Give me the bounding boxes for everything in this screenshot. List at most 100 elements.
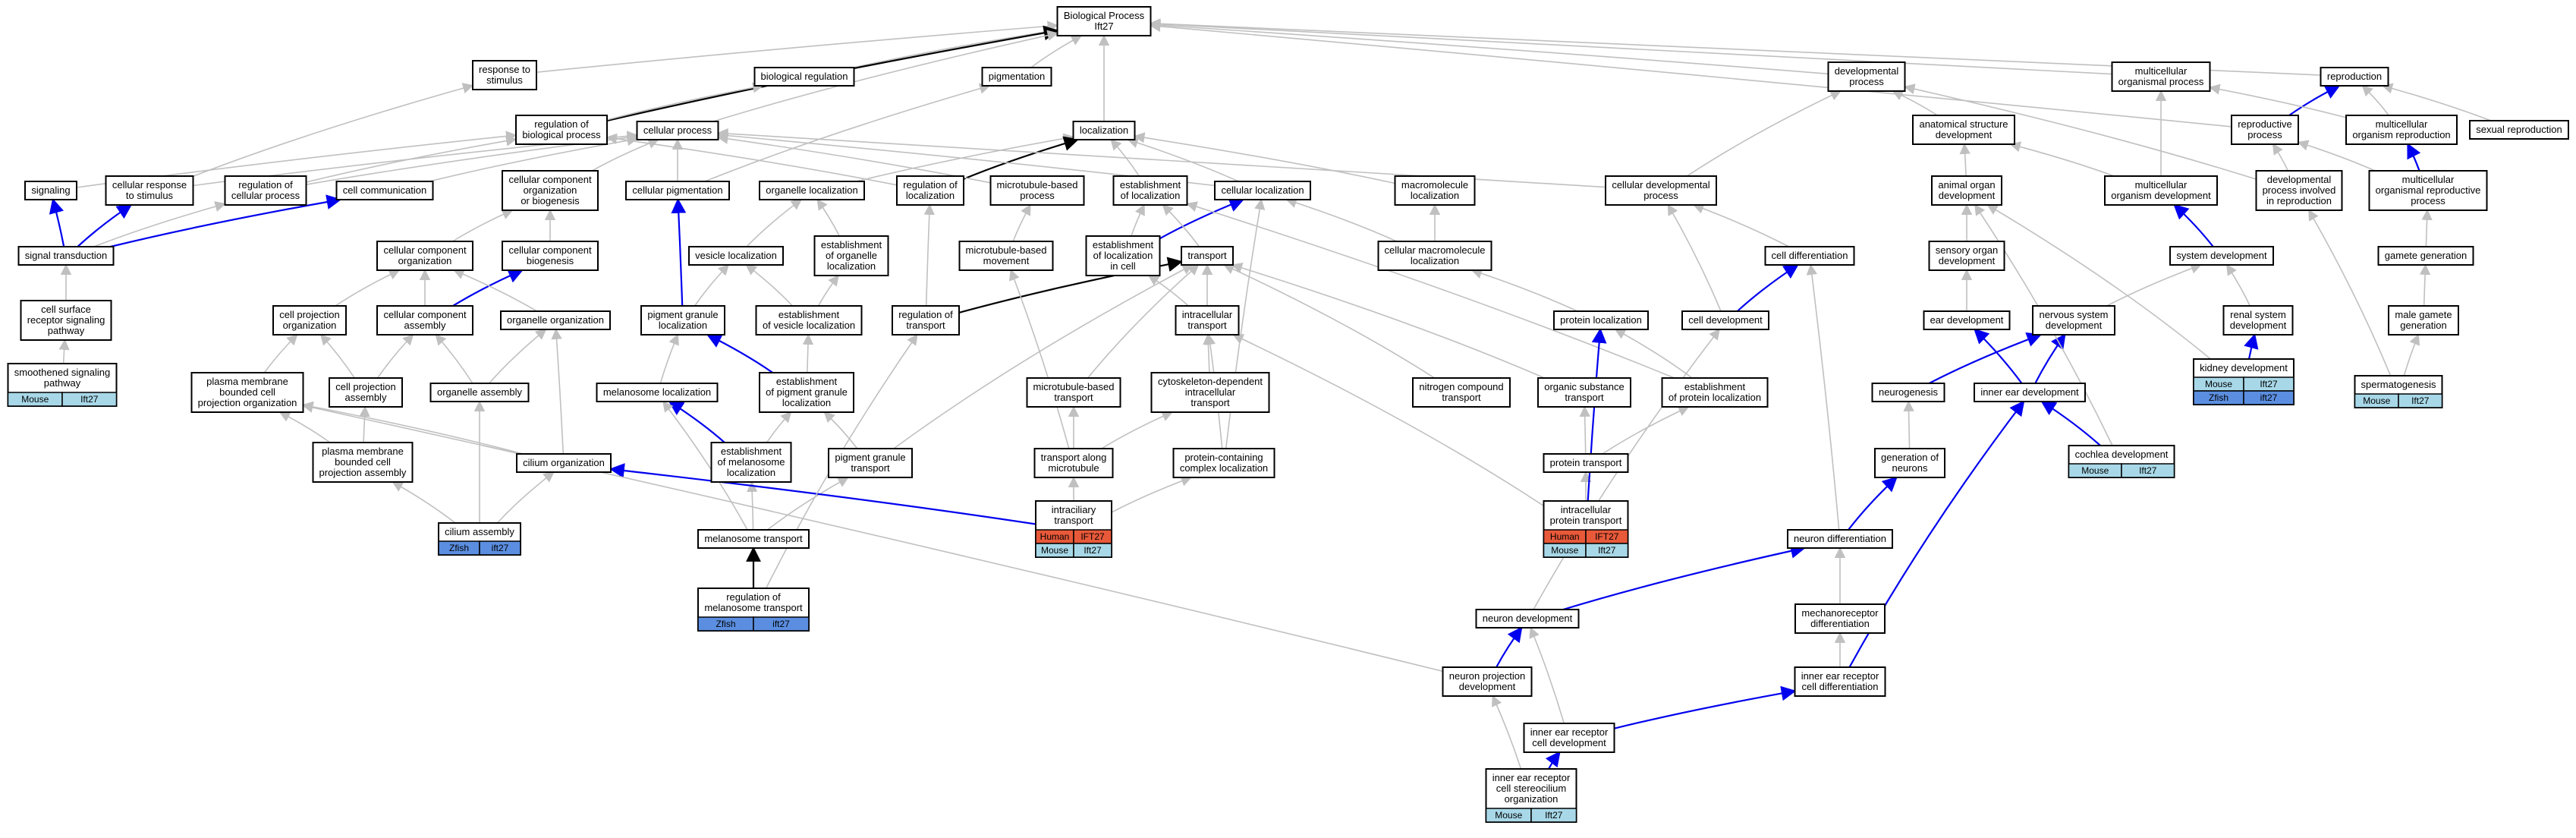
go-node-reproduction[interactable]: reproduction <box>2320 67 2389 87</box>
go-node-neuron-differentiation[interactable]: neuron differentiation <box>1787 529 1893 549</box>
go-node-melanosome-localization[interactable]: melanosome localization <box>596 383 719 402</box>
go-node-gamete-generation[interactable]: gamete generation <box>2377 246 2474 266</box>
go-node-signal-transduction[interactable]: signal transduction <box>17 246 115 266</box>
go-node-signaling[interactable]: signaling <box>24 181 77 200</box>
go-node-organelle-localization[interactable]: organelle localization <box>759 181 865 200</box>
go-node-vesicle-localization[interactable]: vesicle localization <box>688 246 784 266</box>
go-node-organelle-assembly[interactable]: organelle assembly <box>429 383 530 402</box>
go-node-cilium-organization[interactable]: cilium organization <box>516 453 612 473</box>
go-node-cell-development[interactable]: cell development <box>1681 310 1769 330</box>
go-node-cytoskeleton-dependent-intracellular-transport[interactable]: cytoskeleton-dependentintracellulartrans… <box>1150 372 1270 413</box>
go-node-organelle-organization[interactable]: organelle organization <box>500 310 611 330</box>
go-node-biological-regulation[interactable]: biological regulation <box>753 67 855 87</box>
go-node-neurogenesis[interactable]: neurogenesis <box>1871 383 1945 402</box>
go-node-protein-transport[interactable]: protein transport <box>1543 453 1629 473</box>
go-node-cellular-pigmentation[interactable]: cellular pigmentation <box>625 181 730 200</box>
go-node-cellular-localization[interactable]: cellular localization <box>1214 181 1311 200</box>
go-node-cell-differentiation[interactable]: cell differentiation <box>1764 246 1855 266</box>
edge-cilium-assembly-to-cilium-organization <box>496 471 555 524</box>
go-node-inner-ear-development[interactable]: inner ear development <box>1974 383 2086 402</box>
go-node-protein-localization[interactable]: protein localization <box>1553 310 1649 330</box>
node-label-line: development <box>1939 190 1996 201</box>
go-node-pigmentation[interactable]: pigmentation <box>981 67 1052 87</box>
go-node-system-development[interactable]: system development <box>2169 246 2274 266</box>
go-node-transport[interactable]: transport <box>1181 246 1234 266</box>
go-node-sexual-reproduction[interactable]: sexual reproduction <box>2469 120 2569 140</box>
gene-label: ift27 <box>492 543 509 553</box>
go-node-cellular-process[interactable]: cellular process <box>636 121 719 140</box>
go-node-melanosome-transport[interactable]: melanosome transport <box>697 529 810 549</box>
go-node-neuron-development[interactable]: neuron development <box>1475 609 1580 628</box>
go-node-ear-development[interactable]: ear development <box>1923 310 2011 330</box>
node-label-line: establishment <box>721 446 782 457</box>
node-label-line: inner ear development <box>1980 386 2079 398</box>
go-node-cell-communication[interactable]: cell communication <box>335 181 434 200</box>
gene-cell <box>61 392 118 407</box>
go-node-localization[interactable]: localization <box>1072 121 1136 140</box>
